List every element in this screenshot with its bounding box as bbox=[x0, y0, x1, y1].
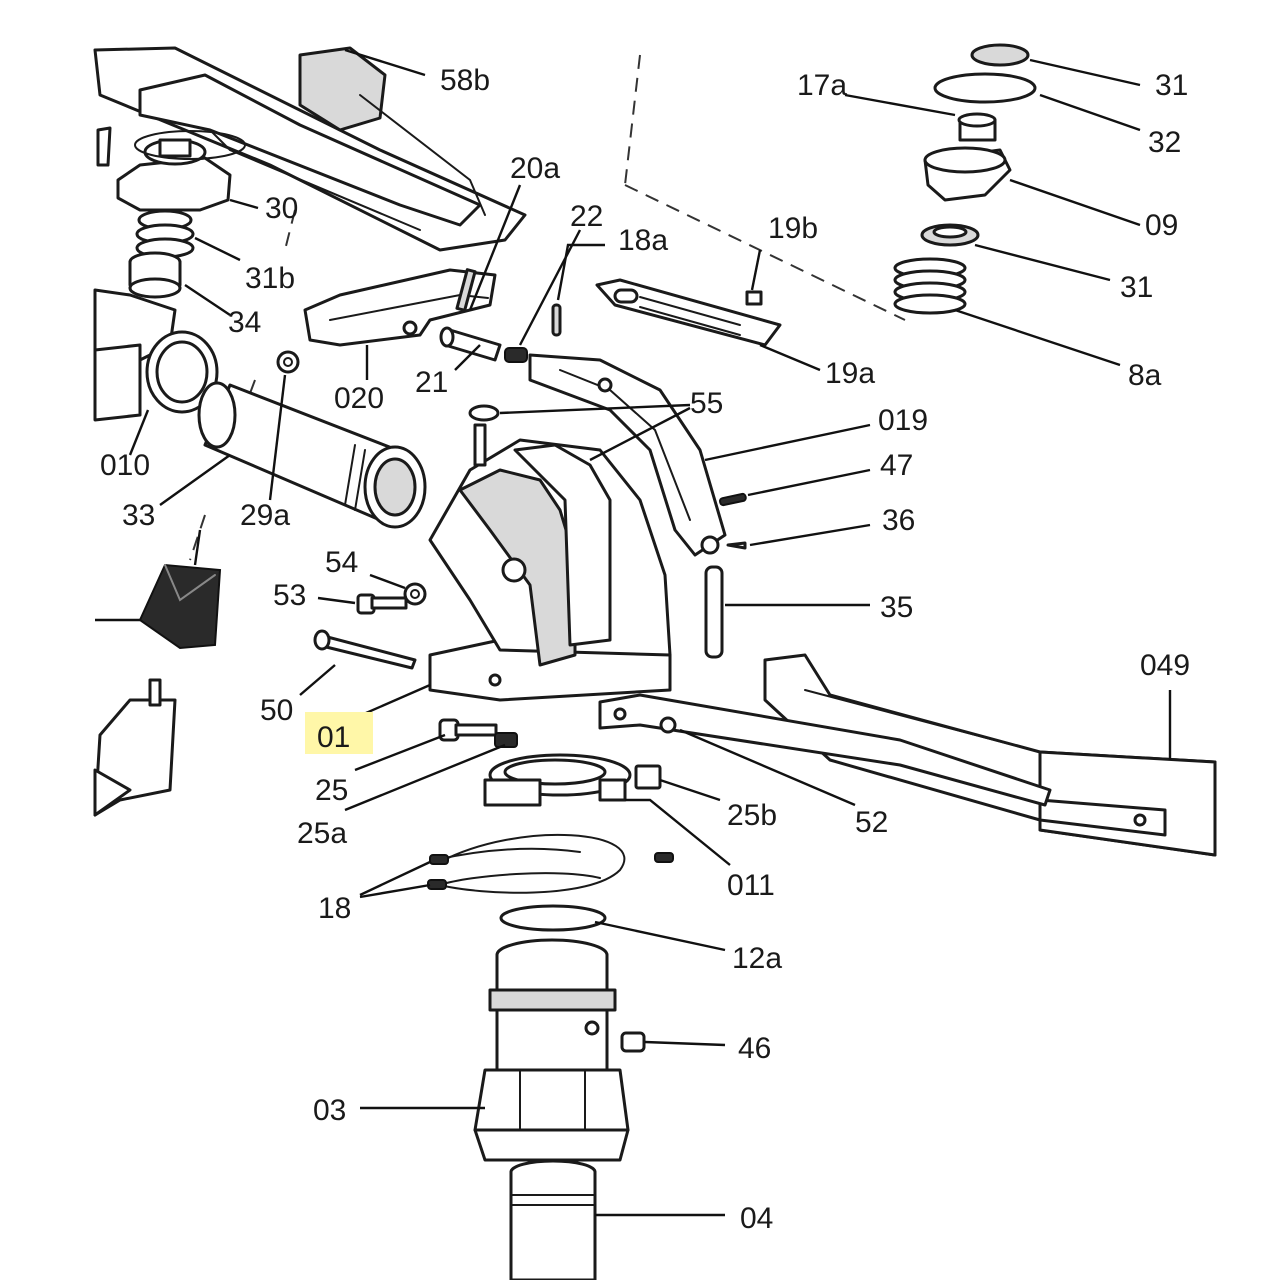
part-22-spring bbox=[504, 347, 528, 363]
part-25b-nut bbox=[634, 764, 662, 790]
part-35-rod bbox=[704, 565, 724, 659]
part-rubber-block bbox=[138, 563, 222, 650]
label-020: 020 bbox=[334, 382, 384, 415]
label-12a: 12a bbox=[732, 942, 782, 975]
part-01-body bbox=[428, 423, 672, 702]
label-25a: 25a bbox=[297, 817, 347, 850]
label-18: 18 bbox=[318, 892, 351, 925]
part-31b-spring bbox=[135, 209, 195, 259]
part-019-curved-arm bbox=[528, 353, 727, 557]
label-011: 011 bbox=[727, 869, 775, 902]
label-50: 50 bbox=[260, 694, 293, 727]
label-31-mid: 31 bbox=[1120, 271, 1153, 304]
label-22: 22 bbox=[570, 200, 603, 233]
part-labels: 58b 31 17a 32 30 20a 22 18a 19b 09 31b 3… bbox=[100, 64, 1190, 1235]
label-09: 09 bbox=[1145, 209, 1178, 242]
part-29a-nut bbox=[276, 350, 300, 374]
label-31-top: 31 bbox=[1155, 69, 1188, 102]
part-049-long-arm bbox=[763, 653, 1217, 857]
part-19a-plate bbox=[595, 278, 782, 347]
part-09-cam bbox=[923, 146, 1012, 202]
part-30-nozzle-head bbox=[96, 126, 246, 212]
label-01: 01 bbox=[317, 721, 350, 754]
part-21-pin bbox=[439, 326, 502, 362]
part-03-riser-nut bbox=[473, 938, 630, 1162]
label-19b: 19b bbox=[768, 212, 818, 245]
part-18a-pin bbox=[551, 303, 562, 337]
label-54: 54 bbox=[325, 546, 358, 579]
label-35: 35 bbox=[880, 591, 913, 624]
part-8a-spring bbox=[893, 257, 967, 315]
part-50-long-bolt bbox=[313, 629, 417, 670]
highlight-box-01 bbox=[305, 712, 373, 754]
part-58b-cover bbox=[93, 46, 527, 252]
part-33-tube bbox=[197, 381, 427, 529]
part-25-screw bbox=[438, 718, 498, 742]
part-52-link-bar bbox=[598, 693, 1052, 807]
label-47: 47 bbox=[880, 449, 913, 482]
label-25b: 25b bbox=[727, 799, 777, 832]
part-020-arm bbox=[303, 268, 497, 347]
label-049: 049 bbox=[1140, 649, 1190, 682]
part-011-clamp-ring bbox=[483, 753, 632, 807]
label-21: 21 bbox=[415, 366, 448, 399]
part-25a-spring bbox=[494, 732, 518, 748]
label-31b: 31b bbox=[245, 262, 295, 295]
leader-lines bbox=[95, 48, 1172, 1217]
label-53: 53 bbox=[273, 579, 306, 612]
part-04-pipe bbox=[509, 1159, 597, 1280]
part-valve-weight bbox=[93, 678, 177, 817]
part-46-plug bbox=[620, 1031, 646, 1053]
label-46: 46 bbox=[738, 1032, 771, 1065]
label-33: 33 bbox=[122, 499, 155, 532]
label-03: 03 bbox=[313, 1094, 346, 1127]
label-32: 32 bbox=[1148, 126, 1181, 159]
label-18a: 18a bbox=[618, 224, 668, 257]
label-8a: 8a bbox=[1128, 359, 1162, 392]
label-34: 34 bbox=[228, 306, 261, 339]
label-36: 36 bbox=[882, 504, 915, 537]
part-32-o-ring bbox=[933, 72, 1037, 104]
part-18-wire-rings bbox=[427, 833, 674, 894]
label-25: 25 bbox=[315, 774, 348, 807]
part-31-mid-ring bbox=[920, 223, 980, 247]
label-019: 019 bbox=[878, 404, 928, 437]
part-12a-o-ring bbox=[499, 904, 607, 932]
part-47-pin bbox=[719, 492, 747, 507]
label-30: 30 bbox=[265, 192, 298, 225]
label-010: 010 bbox=[100, 449, 150, 482]
part-53-bolt bbox=[356, 593, 408, 615]
label-29a: 29a bbox=[240, 499, 290, 532]
label-52: 52 bbox=[855, 806, 888, 839]
part-17a-bushing bbox=[957, 112, 997, 142]
label-20a: 20a bbox=[510, 152, 560, 185]
part-31-top-ring bbox=[970, 43, 1030, 67]
part-54-washer bbox=[403, 582, 427, 606]
label-19a: 19a bbox=[825, 357, 875, 390]
part-010-body bbox=[93, 288, 219, 422]
label-04: 04 bbox=[740, 1202, 773, 1235]
part-34-washer bbox=[128, 251, 182, 299]
label-17a: 17a bbox=[797, 69, 847, 102]
label-55: 55 bbox=[690, 387, 723, 420]
part-36-pin bbox=[726, 541, 747, 550]
label-58b: 58b bbox=[440, 64, 490, 97]
part-19b-screw bbox=[745, 290, 763, 306]
